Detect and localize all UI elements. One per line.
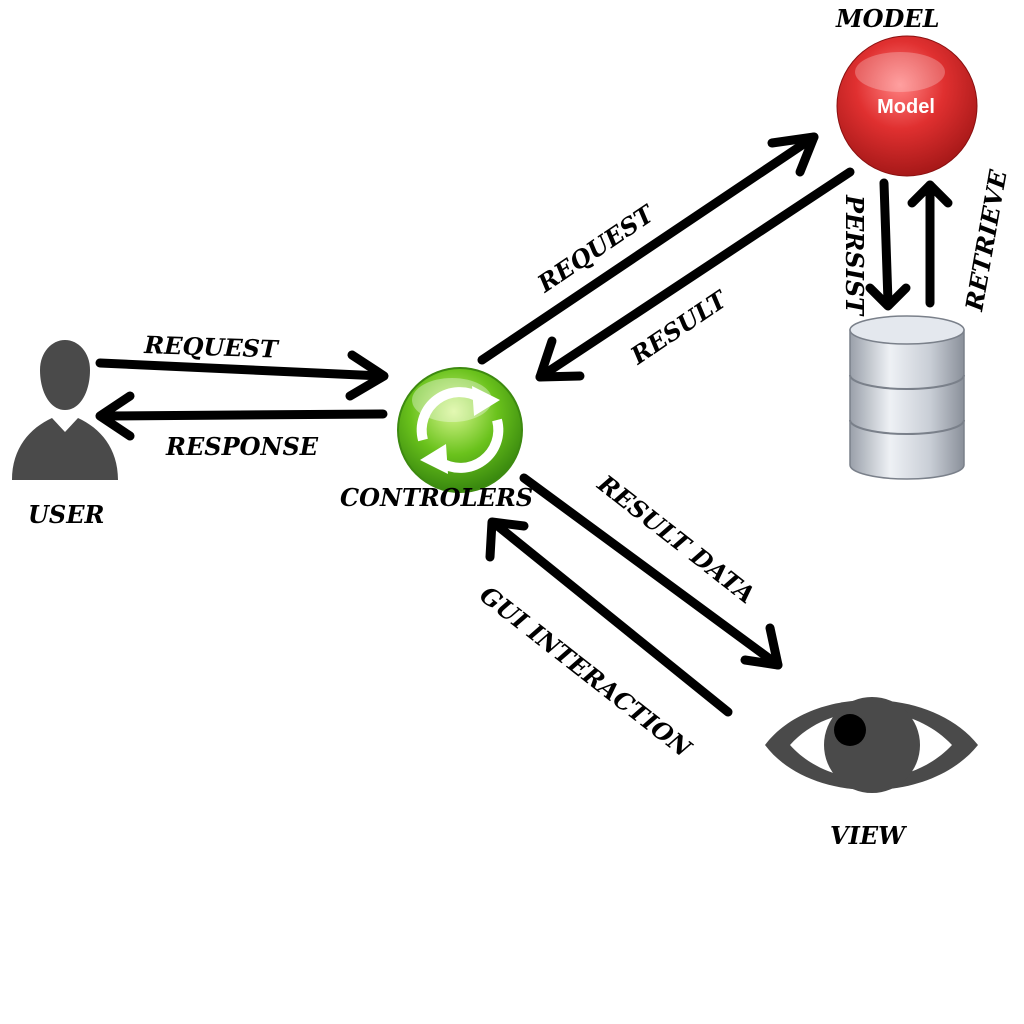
arrow-controller-to-model — [477, 132, 819, 365]
edge-label-persist: PERSIST — [840, 194, 869, 317]
controllers-label: CONTROLERS — [340, 483, 533, 512]
edge-label-result: RESULT — [624, 284, 733, 371]
model-badge-icon — [836, 35, 978, 177]
arrow-model-to-controller — [535, 167, 855, 382]
arrow-user-to-controller — [95, 350, 389, 401]
edge-label-user-request: REQUEST — [143, 330, 281, 364]
refresh-icon — [397, 367, 523, 493]
view-label: VIEW — [830, 821, 907, 850]
arrow-retrieve — [907, 180, 953, 308]
model-title: MODEL — [835, 4, 939, 33]
arrow-controller-to-user — [95, 391, 388, 441]
database-icon — [849, 315, 965, 480]
user-icon — [12, 340, 118, 480]
arrow-controller-to-view — [519, 473, 783, 670]
edge-label-gui-interaction: GUI INTERACTION — [474, 580, 698, 764]
model-badge-label: Model — [877, 96, 935, 118]
edge-label-response: RESPONSE — [165, 432, 319, 461]
eye-icon — [765, 697, 978, 793]
user-label: USER — [28, 500, 105, 529]
edge-label-retrieve: RETRIEVE — [959, 167, 1013, 314]
arrow-persist — [865, 178, 911, 311]
arrow-view-to-controller — [485, 517, 733, 717]
